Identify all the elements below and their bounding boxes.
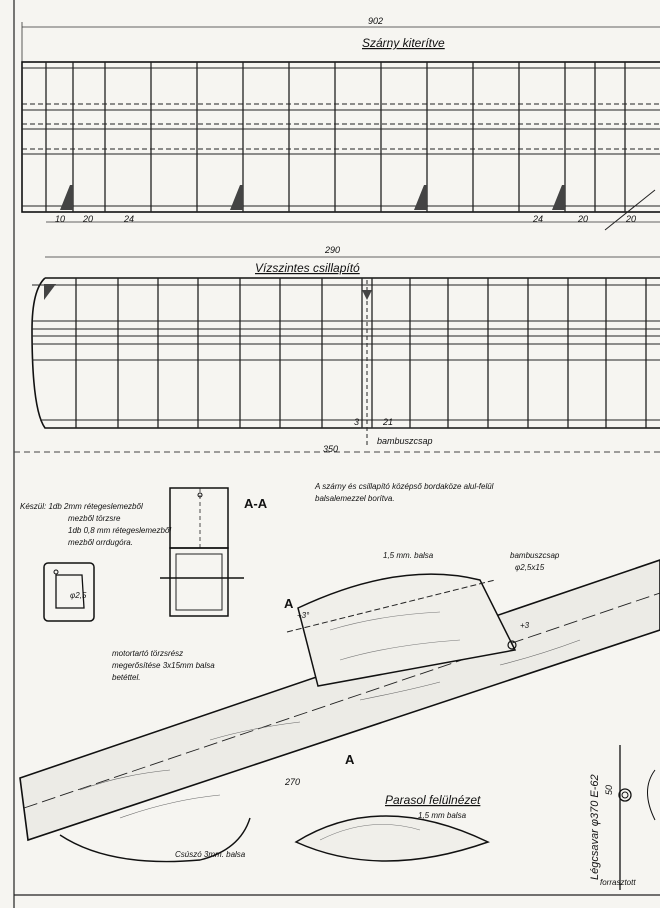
- made-note: Készül: 1db 2mm rétegeslemezből mezből t…: [20, 502, 171, 547]
- made-note-line1: Készül: 1db 2mm rétegeslemezből: [20, 502, 143, 511]
- made-note-line4: mezből orrdugóra.: [68, 538, 133, 547]
- nose-hole-label: φ2,5: [70, 591, 87, 600]
- section-a-a-label: A-A: [244, 496, 268, 511]
- motor-note-3: betéttel.: [112, 673, 140, 682]
- made-note-line3: 1db 0,8 mm rétegeslemezből: [68, 526, 171, 535]
- parasol-skin: 1,5 mm balsa: [418, 811, 467, 820]
- wing-dim-24: 24: [123, 214, 134, 224]
- wing-dim-20-tip: 20: [625, 214, 636, 224]
- wing-plan: 902 Szárny kiterítve: [21, 16, 660, 231]
- center-note-line1: A szárny és csillapító középső bordaköze…: [314, 482, 494, 491]
- nose-plug-detail: φ2,5: [43, 562, 95, 622]
- wing-dim-20: 20: [82, 214, 93, 224]
- made-note-line2: mezből törzsre: [68, 514, 121, 523]
- prop-label: Légcsavar φ370 E-62: [589, 774, 601, 880]
- wing-span-dim: 902: [368, 16, 383, 26]
- stab-title: Vízszintes csillapító: [255, 261, 360, 275]
- fuselage-length-dim: 270: [284, 777, 300, 787]
- prop-wire-label: forrasztott: [600, 878, 636, 887]
- wing-dim-24-right: 24: [532, 214, 543, 224]
- stab-depth-dim: 350: [323, 444, 338, 454]
- wing-dim-20-right: 20: [577, 214, 588, 224]
- motor-note-1: motortartó törzsrész: [112, 649, 183, 658]
- stab-pin-label: bambuszcsap: [377, 436, 433, 446]
- wing-title: Szárny kiterítve: [362, 36, 445, 50]
- wing-dim-10: 10: [55, 214, 65, 224]
- stab-dim-21: 21: [382, 417, 393, 427]
- fuselage-side: 1,5 mm. balsa bambuszcsap φ2,5x15 +3° +3…: [19, 551, 660, 863]
- pin-size-label: φ2,5x15: [515, 563, 545, 572]
- mount-skin-label: 1,5 mm. balsa: [383, 551, 434, 560]
- motor-note-2: megerősítése 3x15mm balsa: [112, 661, 215, 670]
- center-note-line2: balsalemezzel borítva.: [315, 494, 395, 503]
- stab-dim-3: 3: [354, 417, 359, 427]
- pin-label: bambuszcsap: [510, 551, 560, 560]
- propeller-detail: Légcsavar φ370 E-62 50 forrasztott: [589, 745, 656, 890]
- section-mark-top: A: [284, 596, 294, 611]
- rear-angle-label: +3: [520, 621, 530, 630]
- parasol-title: Parasol felülnézet: [385, 793, 481, 807]
- section-mark-bottom: A: [345, 752, 355, 767]
- stab-span-dim: 290: [324, 245, 340, 255]
- stabilizer-plan: 290 Vízszintes csillapító: [31, 245, 660, 454]
- prop-num: 50: [604, 785, 614, 795]
- front-angle-label: +3°: [297, 611, 310, 620]
- skid-label: Csúszó 3mm. balsa: [175, 850, 246, 859]
- parasol-top-view: Parasol felülnézet 1,5 mm balsa: [294, 793, 490, 862]
- section-a-a: A-A: [160, 487, 268, 617]
